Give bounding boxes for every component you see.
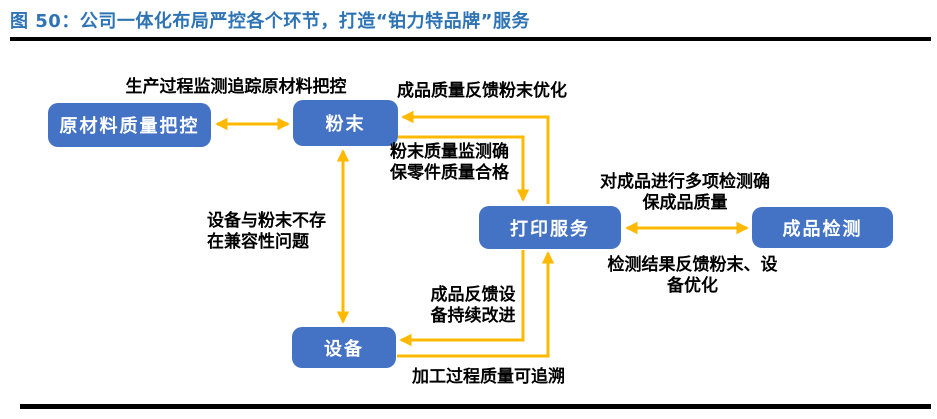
title-underline xyxy=(10,37,931,41)
bottom-rule xyxy=(20,404,931,409)
edge-label-test-feedback: 检测结果反馈粉末、设 备优化 xyxy=(607,255,778,296)
edge-label-production-monitor: 生产过程监测追踪原材料把控 xyxy=(125,77,347,97)
node-powder: 粉末 xyxy=(293,100,398,146)
edge-label-process-traceable: 加工过程质量可追溯 xyxy=(412,367,565,387)
node-equipment: 设备 xyxy=(292,327,396,368)
edge-label-finished-feedback-powder: 成品质量反馈粉末优化 xyxy=(397,81,567,101)
figure-title: 图 50：公司一体化布局严控各个环节，打造“铂力特品牌”服务 xyxy=(10,11,530,32)
node-raw-material-quality: 原材料质量把控 xyxy=(48,103,211,147)
edge-label-compatibility: 设备与粉末不存 在兼容性问题 xyxy=(207,211,326,252)
node-print-service: 打印服务 xyxy=(479,206,621,249)
edge-label-product-feedback-equipment: 成品反馈设 备持续改进 xyxy=(430,285,516,326)
edge-label-multi-test: 对成品进行多项检测确 保成品质量 xyxy=(600,172,770,213)
node-product-test: 成品检测 xyxy=(752,207,893,248)
edge-label-powder-quality: 粉末质量监测确 保零件质量合格 xyxy=(390,142,509,183)
